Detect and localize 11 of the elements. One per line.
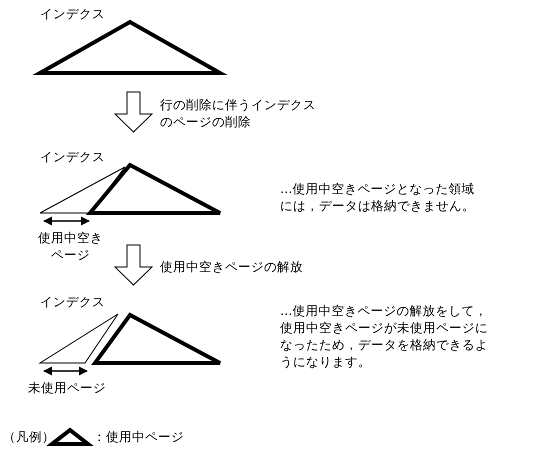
step-label: 行の削除に伴うインデクスのページの削除	[160, 96, 317, 130]
index-label: インデクス	[40, 5, 105, 22]
legend-text: ：使用中ページ	[93, 428, 184, 445]
dimension-label: 使用中空きページ	[37, 229, 104, 263]
legend-heading: （凡例）	[3, 428, 55, 445]
step-label: 使用中空きページの解放	[160, 258, 303, 275]
index-label: インデクス	[40, 148, 105, 165]
note: …使用中空きページとなった領域には，データは格納できません。	[280, 180, 476, 214]
index-label: インデクス	[40, 293, 105, 310]
note: …使用中空きページの解放をして，使用中空きページが未使用ページになったため，データを格納できるようになります。	[280, 302, 489, 370]
dimension-label: 未使用ページ	[28, 379, 106, 396]
